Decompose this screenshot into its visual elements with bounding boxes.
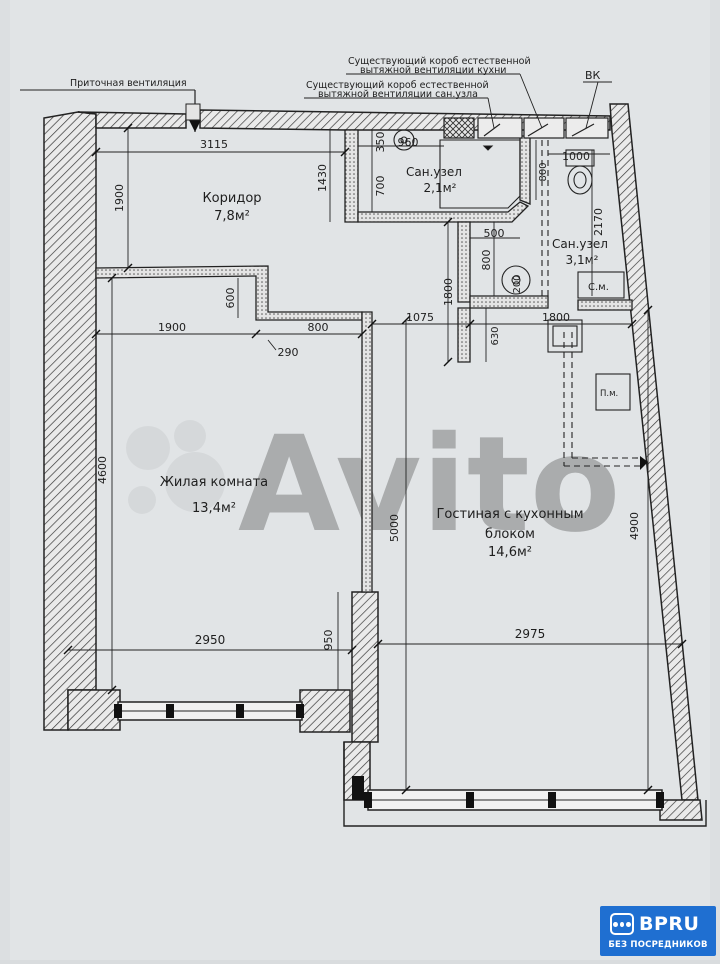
room-living-area: 13,4м² <box>192 501 236 516</box>
dim-500: 500 <box>484 227 505 240</box>
bpru-tagline: БЕЗ ПОСРЕДНИКОВ <box>608 940 708 950</box>
dim-1075: 1075 <box>406 311 434 324</box>
dim-1900-top: 1900 <box>113 184 126 212</box>
dishwasher-label: П.м. <box>600 389 618 399</box>
dim-600: 600 <box>224 288 237 309</box>
room-corridor-name: Коридор <box>202 191 261 206</box>
dim-2950: 2950 <box>195 633 226 647</box>
dim-4600: 4600 <box>96 456 109 484</box>
watermark: Avito <box>126 408 621 562</box>
duct-leaders <box>304 73 612 129</box>
vent-ducts <box>443 117 609 139</box>
dim-350: 350 <box>374 132 387 153</box>
bpru-brand: BPRU <box>639 913 700 935</box>
room-kitchen-name-1: Гостиная с кухонным <box>436 507 583 522</box>
pipe-route <box>541 140 640 467</box>
dim-200: 200 <box>512 274 523 293</box>
room-corridor-area: 7,8м² <box>214 209 250 224</box>
dim-1900-mid: 1900 <box>158 321 186 334</box>
dim-800-door: 800 <box>308 321 329 334</box>
window-kitchen <box>364 789 664 811</box>
room-kitchen-area: 14,6м² <box>488 545 532 560</box>
bpru-logo-row: BPRU <box>610 913 699 935</box>
bpru-badge: BPRU БЕЗ ПОСРЕДНИКОВ <box>600 906 716 956</box>
duct-bath-label-2: вытяжной вентиляции сан.узла <box>318 89 478 100</box>
corner-post <box>352 776 364 800</box>
duct-kitchen-label-1: Существующий короб естественной <box>348 56 531 67</box>
dim-4900: 4900 <box>628 512 641 540</box>
room-bath2-name: Сан.узел <box>552 237 608 251</box>
room-living-name: Жилая комната <box>160 475 268 490</box>
dim-290: 290 <box>278 346 299 359</box>
watermark-text: Avito <box>238 408 621 562</box>
room-bath1-area: 2,1м² <box>424 181 457 195</box>
dim-950: 950 <box>322 630 335 651</box>
room-kitchen-name-2: блоком <box>485 527 535 542</box>
dim-1800-h: 1800 <box>542 311 570 324</box>
dim-1800-v: 1800 <box>442 278 455 306</box>
dim-960: 960 <box>398 136 419 149</box>
dim-700: 700 <box>374 176 387 197</box>
dimension-ticks <box>63 123 687 795</box>
dim-2975: 2975 <box>515 627 546 641</box>
supply-vent-marker <box>20 89 201 132</box>
people-icon <box>610 913 634 935</box>
pipe-arrow <box>640 456 648 470</box>
duct-kitchen-label-2: вытяжной вентиляции кухни <box>360 65 506 76</box>
washer-label: С.м. <box>588 282 609 293</box>
room-bath2-area: 3,1м² <box>566 253 599 267</box>
room-bath1-name: Сан.узел <box>406 165 462 179</box>
window-living <box>114 701 304 721</box>
dim-630: 630 <box>490 326 501 345</box>
dim-1430: 1430 <box>316 164 329 192</box>
dim-2170: 2170 <box>592 208 605 236</box>
supply-vent-label: Приточная вентиляция <box>70 78 187 89</box>
duct-bath-label-1: Существующий короб естественной <box>306 80 489 91</box>
dim-5000: 5000 <box>388 514 401 542</box>
loggia-outline <box>343 742 707 827</box>
dim-800-mid: 800 <box>480 250 493 271</box>
partitions <box>95 129 633 593</box>
dim-1000: 1000 <box>562 150 590 163</box>
dimension-lines <box>68 128 682 790</box>
dim-3115: 3115 <box>200 138 228 151</box>
vk-label: ВК <box>585 69 601 82</box>
fixtures <box>393 129 631 411</box>
dim-800-small: 800 <box>538 162 549 181</box>
